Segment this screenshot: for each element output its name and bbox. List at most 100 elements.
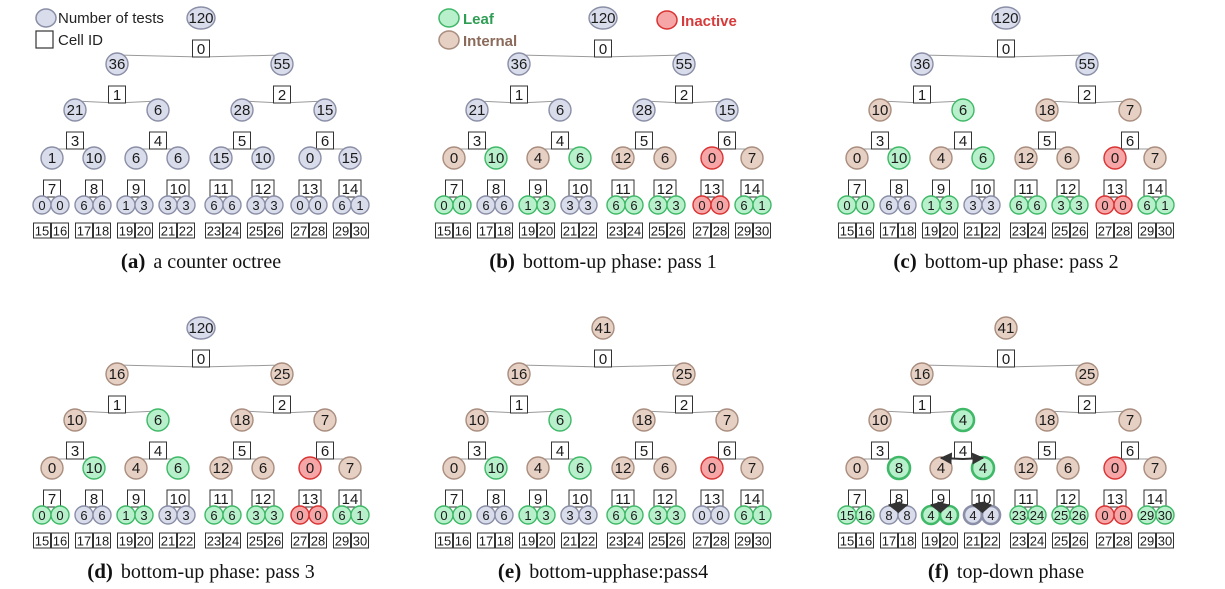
test-count-circle: [632, 98, 656, 122]
cell-id: 7: [450, 491, 458, 508]
test-count-circle: [578, 505, 598, 525]
cell-id: 25: [1054, 224, 1068, 239]
cell-id: 19: [924, 224, 938, 239]
tree-node: 108: [484, 146, 508, 198]
cell-id-box: [85, 489, 103, 508]
cell-id-box: [718, 131, 736, 150]
test-count: 41: [595, 320, 612, 337]
cell-id-box: [611, 489, 635, 508]
test-count: 0: [38, 198, 45, 213]
cell-id-box: [561, 222, 579, 239]
tree-node: 420: [938, 504, 960, 549]
cell-id-box: [251, 489, 275, 508]
test-count: 6: [1064, 150, 1072, 167]
cell-id-box: [1138, 222, 1156, 239]
caption-text: bottom-up phase: pass 1: [523, 251, 717, 273]
test-count: 0: [314, 198, 321, 213]
cell-id: 17: [77, 224, 91, 239]
caption-text: a counter octree: [153, 251, 281, 273]
test-count: 6: [154, 412, 162, 429]
test-count: 3: [164, 508, 171, 523]
tree-node: 618: [92, 505, 112, 549]
cell-id: 14: [744, 491, 761, 508]
test-count: 25: [676, 366, 693, 383]
test-count-circle: [298, 456, 322, 480]
cell-id-box: [954, 131, 972, 150]
cell-id-box: [351, 532, 369, 549]
test-count-circle: [672, 362, 696, 386]
cell-id: 4: [556, 133, 564, 150]
test-count: 3: [584, 198, 591, 213]
test-count-circle: [715, 408, 739, 432]
test-count: 6: [661, 150, 669, 167]
cell-id-box: [1056, 179, 1080, 198]
cell-id-box: [880, 222, 898, 239]
test-count-circle: [146, 98, 170, 122]
cell-id-box: [33, 532, 51, 549]
cell-id: 8: [895, 181, 903, 198]
cell-id: 16: [53, 534, 67, 549]
tree-node: 321: [158, 505, 178, 549]
panel-caption: (f)top-down phase: [928, 559, 1084, 583]
cell-id-box: [1070, 532, 1088, 549]
test-count-circle: [855, 505, 875, 525]
tree-node: 624: [222, 195, 242, 239]
cell-id-box: [653, 179, 677, 198]
cell-id: 25: [1054, 534, 1068, 549]
cell-id-box: [856, 532, 874, 549]
cell-id: 15: [437, 224, 451, 239]
cell-id-box: [1070, 222, 1088, 239]
test-count-circle: [653, 146, 677, 170]
test-count: 6: [210, 198, 217, 213]
test-count: 18: [234, 412, 251, 429]
cell-id: 2: [1083, 397, 1091, 414]
cell-id: 3: [71, 443, 79, 460]
cell-id: 26: [1072, 534, 1086, 549]
test-count: 6: [556, 102, 564, 119]
cell-id: 28: [311, 534, 325, 549]
test-count-circle: [710, 505, 730, 525]
caption-letter: (e): [498, 559, 521, 583]
test-count: 0: [306, 150, 314, 167]
tree-node: 015: [434, 195, 454, 239]
test-count: 0: [1111, 460, 1119, 477]
cell-id: 13: [704, 491, 721, 508]
cell-id: 14: [1147, 181, 1164, 198]
legend-tests-swatch: [35, 8, 57, 28]
cell-id-box: [93, 532, 111, 549]
cell-id: 5: [640, 133, 648, 150]
cell-id: 1: [918, 397, 926, 414]
cell-id: 18: [95, 534, 109, 549]
tree-node: 610: [166, 456, 190, 508]
cell-id: 3: [71, 133, 79, 150]
test-count-circle: [176, 505, 196, 525]
test-count: 0: [38, 508, 45, 523]
test-count-circle: [1118, 408, 1142, 432]
tree-node: 213: [465, 98, 489, 150]
tree-node: 130: [752, 195, 772, 239]
tree-node: 027: [1095, 195, 1115, 239]
cell-id: 12: [657, 181, 674, 198]
tree-node: 361: [507, 52, 531, 104]
cell-id: 9: [937, 491, 945, 508]
cell-id: 4: [154, 133, 162, 150]
tree-node: 617: [879, 195, 899, 239]
test-count: 3: [270, 508, 277, 523]
cell-id: 5: [640, 443, 648, 460]
test-count-circle: [222, 195, 242, 215]
tree-node: 322: [578, 505, 598, 549]
test-count-circle: [929, 146, 953, 170]
test-count: 6: [740, 198, 747, 213]
cell-id: 1: [113, 397, 121, 414]
test-count: 0: [1119, 198, 1126, 213]
test-count-circle: [1027, 505, 1047, 525]
cell-id: 16: [455, 224, 469, 239]
test-count: 25: [1054, 508, 1068, 523]
tree-node: 07: [845, 456, 869, 508]
cell-id: 30: [353, 534, 367, 549]
test-count: 23: [1012, 508, 1026, 523]
cell-id-box: [265, 532, 283, 549]
cell-id-box: [75, 222, 93, 239]
tree-node: 361: [105, 52, 129, 104]
